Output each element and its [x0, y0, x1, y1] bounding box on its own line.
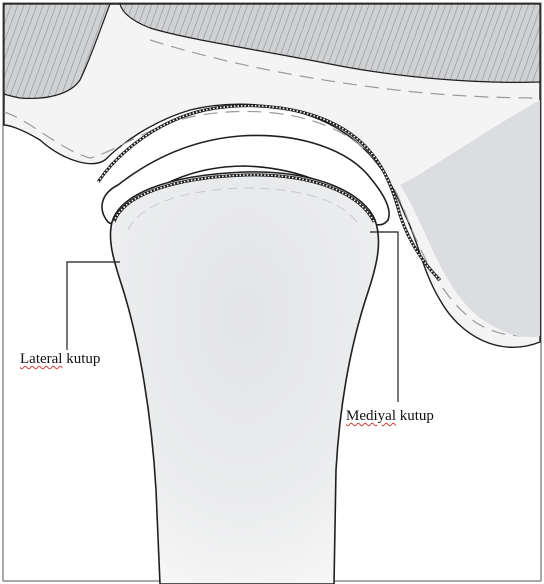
medial-pole-label-word2: kutup: [400, 408, 434, 424]
lateral-pole-label-word2: kutup: [66, 351, 100, 367]
medial-pole-label: Mediyal kutup: [346, 409, 434, 424]
medial-pole-label-word1: Mediyal: [346, 408, 396, 424]
lateral-pole-label-word1: Lateral: [20, 351, 62, 367]
lateral-pole-label: Lateral kutup: [20, 352, 100, 367]
